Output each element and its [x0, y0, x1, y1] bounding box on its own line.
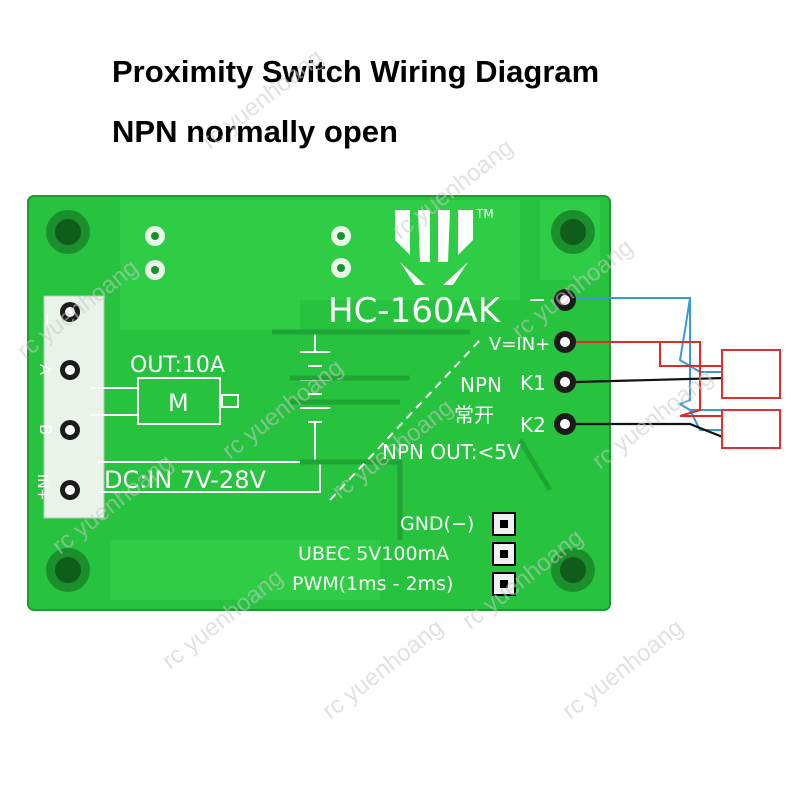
left-pin-pad — [60, 360, 80, 380]
right-pin-pad — [554, 371, 576, 393]
trademark-label: TM — [475, 207, 494, 221]
left-pin-label: IN+ — [34, 474, 50, 500]
diagram-subtitle: NPN normally open — [112, 114, 398, 149]
mounting-hole — [46, 548, 90, 592]
proximity-sensor-1 — [721, 349, 781, 399]
motor-symbol — [137, 377, 221, 425]
silk-dashed-line — [329, 339, 481, 501]
wire-black — [575, 376, 726, 440]
bottom-pin-label: UBEC 5V100mA — [298, 543, 449, 565]
motor-label: M — [168, 389, 189, 417]
left-pin-pad — [60, 302, 80, 322]
watermark: rc yuenhoang — [317, 614, 448, 725]
proximity-sensor-2 — [721, 409, 781, 449]
watermark: rc yuenhoang — [557, 614, 688, 725]
left-pin-label: B — [36, 424, 55, 435]
npn-out-label: NPN OUT:<5V — [382, 440, 521, 464]
npn-label: NPN — [460, 373, 502, 397]
mounting-hole — [551, 548, 595, 592]
via — [331, 226, 351, 246]
brand-logo — [395, 210, 473, 285]
header-pin — [492, 572, 516, 596]
header-pin — [492, 542, 516, 566]
diagram-title: Proximity Switch Wiring Diagram — [112, 54, 600, 89]
via — [145, 260, 165, 280]
copper-pour — [110, 540, 380, 600]
right-pin-label: − — [528, 288, 546, 313]
left-pin-label: − — [38, 312, 57, 325]
via — [331, 258, 351, 278]
via — [145, 226, 165, 246]
left-pin-pad — [60, 420, 80, 440]
watermark: rc yuenhoang — [197, 44, 328, 155]
left-pin-pad — [60, 480, 80, 500]
wire-red — [576, 341, 725, 417]
right-pin-label: K2 — [520, 413, 546, 437]
left-pin-label: A — [36, 364, 55, 375]
motor-shaft — [221, 394, 239, 408]
normally-open-label: 常开 — [454, 403, 494, 427]
mounting-hole — [46, 210, 90, 254]
right-pin-pad — [554, 289, 576, 311]
right-pin-pad — [554, 331, 576, 353]
dcin-label: DC:IN 7V-28V — [104, 466, 266, 494]
bottom-pin-label: PWM(1ms - 2ms) — [292, 573, 453, 595]
right-pin-label: V=IN+ — [489, 334, 550, 355]
mounting-hole — [551, 210, 595, 254]
right-pin-pad — [554, 413, 576, 435]
pcb-traces — [272, 329, 553, 540]
bottom-pin-label: GND(−) — [400, 513, 474, 535]
header-pin — [492, 512, 516, 536]
right-pin-label: K1 — [520, 371, 546, 395]
silk-outline — [98, 461, 321, 493]
model-label: HC-160AK — [328, 291, 502, 331]
out-rating-label: OUT:10A — [130, 353, 225, 378]
